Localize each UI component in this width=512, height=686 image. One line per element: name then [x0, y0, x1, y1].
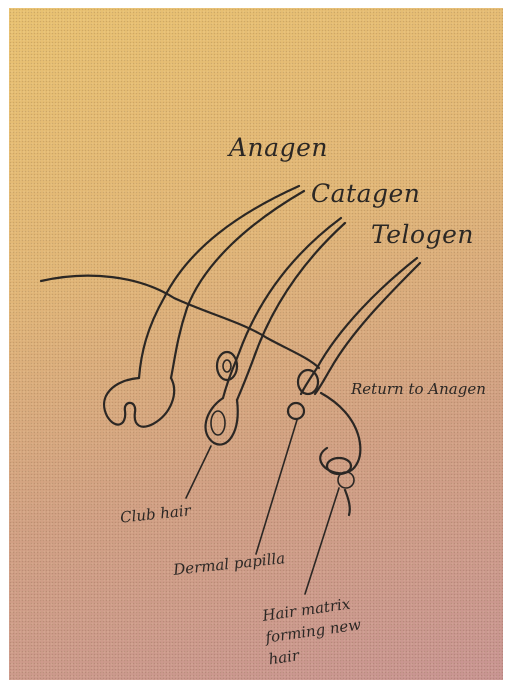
new-hair-growth — [345, 490, 350, 515]
club-hair-leader-line — [186, 446, 211, 498]
anagen-label: Anagen — [229, 133, 328, 162]
telogen-label: Telogen — [371, 220, 474, 249]
hair-growth-sketch: Anagen Catagen Telogen Return to Anagen … — [9, 8, 503, 680]
catagen-dermal-papilla — [211, 411, 225, 435]
telogen-hair-shaft-inner — [315, 263, 420, 394]
anagen-hair-shaft-outer — [139, 186, 299, 378]
return-to-anagen-label: Return to Anagen — [351, 380, 486, 398]
catagen-label: Catagen — [311, 179, 420, 208]
dermal-papilla-leader-line — [256, 420, 297, 554]
skin-surface-line — [41, 276, 319, 368]
catagen-club-hair-core — [223, 360, 231, 372]
hair-cycle-diagram — [9, 8, 503, 680]
new-dermal-papilla — [338, 472, 354, 488]
telogen-hair-shaft-outer — [301, 258, 417, 394]
hair-matrix-leader-line — [305, 488, 339, 594]
anagen-hair-bulb — [104, 378, 174, 427]
hair-matrix-label: Hair matrix forming new hair — [261, 592, 365, 671]
new-follicle-sheath — [320, 393, 360, 473]
telogen-dermal-papilla — [288, 403, 304, 419]
